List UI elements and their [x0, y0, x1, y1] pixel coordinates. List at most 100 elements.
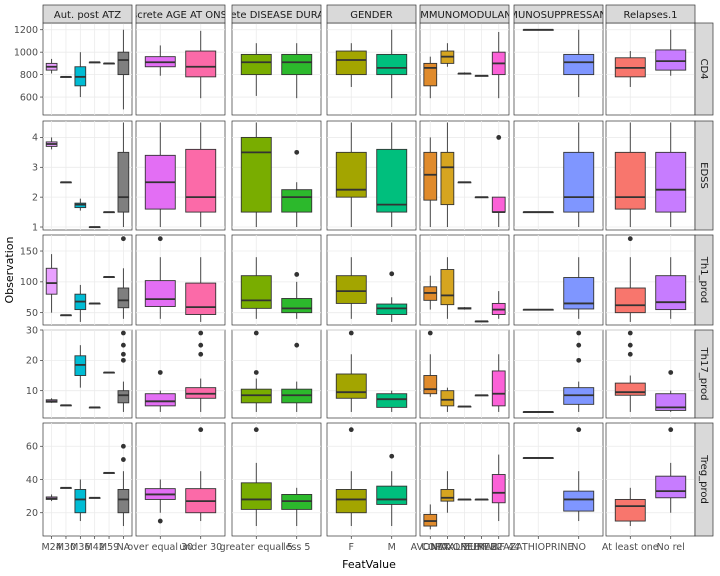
panel-th17-prod-is-immunomodulants: [419, 329, 510, 419]
x-tick-label: NATALIZUMAB: [431, 542, 498, 553]
box-iqr: [185, 148, 217, 213]
box-m24: [45, 398, 58, 403]
strip-relapses-1: Relapses.1: [605, 4, 696, 24]
strip-th17-prod: Th17_prod: [694, 329, 714, 419]
strip-box: [694, 22, 714, 116]
panel-treg-prod-is-immunomodulants: [419, 422, 510, 537]
panel-background: [231, 329, 322, 419]
strip-is-immunomodulants: IS IMMUNOMODULANTS: [419, 4, 510, 24]
box-m42: [88, 406, 101, 409]
y-tick-label: 1: [32, 222, 38, 233]
box-m: [376, 122, 408, 228]
panel-cd4-aut-post-atz: [42, 22, 133, 116]
box-m24: [45, 58, 58, 74]
y-tick-label: 4: [32, 133, 38, 144]
x-tick-label: less 5: [283, 542, 310, 553]
panel-th1-prod-immunosuppressants: [513, 234, 604, 326]
y-tick-label: 3: [32, 163, 38, 174]
box-iqr: [655, 49, 687, 71]
box-avonex: [423, 330, 438, 397]
box-avonex: [423, 56, 438, 99]
panel-edss-gender: [326, 120, 417, 231]
y-tick-label: 600: [20, 92, 38, 103]
box-iqr: [440, 151, 455, 206]
strip-label: Discrete DISEASE DURATION: [205, 10, 348, 21]
panel-th17-prod-relapses-1: [605, 329, 696, 419]
box-azathioprine: [522, 28, 554, 31]
panel-th17-prod-discrete-age-at-onset: [135, 329, 226, 419]
y-tick-label: 2: [32, 192, 38, 203]
box-over-equal-30: [144, 236, 176, 319]
outlier-point: [627, 351, 633, 357]
box-iqr: [117, 151, 130, 213]
box-at-least-one: [614, 236, 646, 322]
panel-cd4-is-immunomodulants: [419, 22, 510, 116]
box-iqr: [335, 275, 367, 304]
outlier-point: [576, 357, 582, 363]
box-avonex: [423, 275, 438, 310]
box-rebif-44: [491, 354, 506, 412]
panel-edss-immunosuppressants: [513, 120, 604, 231]
x-tick-label: REBIF 44: [477, 542, 520, 553]
x-tick-label: M59: [99, 542, 119, 553]
panel-th1-prod-relapses-1: [605, 234, 696, 326]
y-tick-label: 100: [20, 277, 38, 288]
box-iqr: [655, 275, 687, 311]
box-iqr: [614, 151, 646, 210]
strip-box: [605, 4, 696, 24]
box-under-30: [185, 257, 217, 322]
box-less-5: [281, 43, 313, 99]
x-tick-label: At least one: [602, 542, 659, 553]
box-iqr: [376, 53, 408, 76]
box-no-rel: [655, 122, 687, 228]
panel-background: [42, 22, 133, 116]
box-m: [376, 271, 408, 322]
box-iqr: [144, 393, 176, 407]
box-no: [563, 29, 595, 98]
outlier-point: [198, 330, 204, 336]
box-iqr: [655, 393, 687, 411]
strip-box: [694, 422, 714, 537]
box-iqr: [240, 136, 272, 213]
outlier-point: [576, 330, 582, 336]
box-iqr: [655, 475, 687, 499]
box-less-5: [281, 272, 313, 319]
box-iqr: [45, 267, 58, 295]
strip-cd4: CD4: [694, 22, 714, 116]
panel-edss-relapses-1: [605, 120, 696, 231]
strip-label: Discrete AGE AT ONSET: [122, 10, 241, 21]
box-over-equal-30: [144, 45, 176, 76]
box-under-30: [185, 122, 217, 228]
box-iqr: [614, 498, 646, 522]
x-tick-label: over equal 30: [127, 542, 193, 553]
box-iqr: [117, 51, 130, 76]
x-tick-label: M24: [41, 542, 61, 553]
box-m59: [103, 62, 115, 65]
box-iqr: [376, 148, 408, 213]
outlier-point: [389, 453, 395, 459]
strip-box: [513, 4, 604, 24]
outlier-point: [253, 427, 259, 433]
box-azathioprine: [522, 211, 554, 214]
box-less-5: [281, 487, 313, 527]
panel-cd4-relapses-1: [605, 22, 696, 116]
strip-box: [694, 120, 714, 231]
panel-edss-discrete-age-at-onset: [135, 120, 226, 231]
outlier-point: [294, 272, 300, 277]
box-natalizumab: [457, 181, 472, 184]
panel-th1-prod-aut-post-atz: [42, 234, 133, 326]
box-m42: [88, 496, 101, 499]
box-f: [335, 330, 367, 412]
panel-th17-prod-gender: [326, 329, 417, 419]
y-tick-label: 60: [26, 442, 38, 453]
box-iqr: [440, 269, 455, 306]
box-iqr: [376, 393, 408, 408]
outlier-point: [427, 330, 433, 336]
box-m36: [74, 284, 87, 322]
panel-th1-prod-gender: [326, 234, 417, 326]
box-f: [335, 427, 367, 527]
panel-treg-prod-discrete-age-at-onset: [135, 422, 226, 537]
panel-edss-aut-post-atz: [42, 120, 133, 231]
strip-gender: GENDER: [326, 4, 417, 24]
